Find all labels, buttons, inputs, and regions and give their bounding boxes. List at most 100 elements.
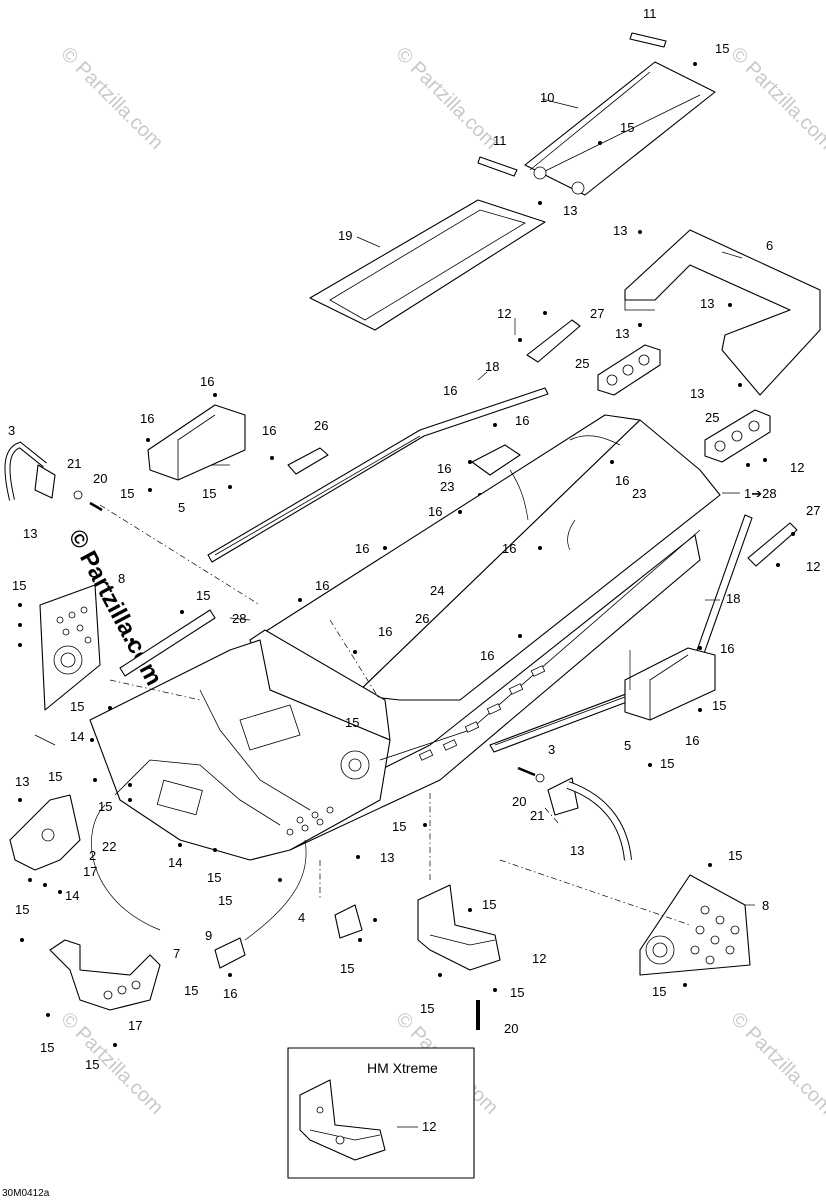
callout-16o: 16	[685, 733, 699, 748]
callout-12b: 12	[790, 460, 804, 475]
callout-12a: 12	[497, 306, 511, 321]
part-23-a	[468, 423, 521, 497]
callout-26b: 26	[415, 611, 429, 626]
callout-15i: 15	[345, 715, 359, 730]
part-11-top	[629, 32, 667, 48]
part-4-bracket	[334, 904, 377, 942]
callout-4: 4	[298, 910, 305, 925]
part-9-bracket	[214, 937, 246, 977]
callout-15q: 15	[15, 902, 29, 917]
callout-16k: 16	[315, 578, 329, 593]
part-11-second	[477, 156, 518, 177]
drawing-code: 30M0412a	[2, 1188, 50, 1199]
part-3-handle-left	[4, 441, 56, 501]
inset-callout-12: 12	[422, 1119, 436, 1134]
callout-8b: 8	[762, 898, 769, 913]
hm-xtreme-inset: HM Xtreme 12	[287, 1047, 475, 1179]
callout-15k: 15	[48, 769, 62, 784]
assembly-lines	[91, 435, 691, 941]
callout-7: 7	[173, 946, 180, 961]
callout-15y: 15	[85, 1057, 99, 1072]
callout-15n: 15	[728, 848, 742, 863]
callout-3a: 3	[8, 423, 15, 438]
callout-15p: 15	[218, 893, 232, 908]
callout-13d: 13	[615, 326, 629, 341]
callout-25b: 25	[705, 410, 719, 425]
callout-16e: 16	[262, 423, 276, 438]
callout-13c: 13	[700, 296, 714, 311]
callout-21a: 21	[67, 456, 81, 471]
watermark-2: © Partzilla.com	[391, 43, 502, 154]
callout-14b: 14	[168, 855, 182, 870]
part-27-upper	[518, 311, 581, 363]
callout-13a: 13	[563, 203, 577, 218]
part-19-panel	[309, 199, 546, 331]
part-6-bracket	[624, 229, 821, 396]
callout-14a: 14	[70, 729, 84, 744]
callout-16h: 16	[428, 504, 442, 519]
callout-17b: 17	[128, 1018, 142, 1033]
callout-19: 19	[338, 228, 352, 243]
part-28-bar	[119, 609, 216, 677]
callout-15c: 15	[120, 486, 134, 501]
callout-8a: 8	[118, 571, 125, 586]
callout-23b: 23	[632, 486, 646, 501]
callout-13f: 13	[23, 526, 37, 541]
callout-17a: 17	[83, 864, 97, 879]
callout-15h: 15	[712, 698, 726, 713]
callout-12c: 12	[806, 559, 820, 574]
callout-16n: 16	[480, 648, 494, 663]
part-27-lower	[747, 522, 798, 567]
callout-15r: 15	[482, 897, 496, 912]
callout-11b: 11	[493, 133, 507, 148]
callout-15v: 15	[510, 985, 524, 1000]
callout-22: 22	[102, 839, 116, 854]
callout-15w: 15	[420, 1001, 434, 1016]
part-5-bracket-lower	[624, 646, 716, 767]
part-2-bracket	[9, 794, 81, 887]
part-8-plate-left	[39, 584, 101, 711]
callout-27a: 27	[590, 306, 604, 321]
callout-15x: 15	[40, 1040, 54, 1055]
watermark-3: © Partzilla.com	[726, 43, 826, 154]
callout-15u: 15	[652, 984, 666, 999]
callout-13h: 13	[570, 843, 584, 858]
part-25-block-a	[597, 344, 661, 396]
callout-27b: 27	[806, 503, 820, 518]
part-10-plate	[524, 61, 716, 196]
callout-20b: 20	[512, 794, 526, 809]
inset-title: HM Xtreme	[367, 1060, 438, 1076]
callout-5a: 5	[178, 500, 185, 515]
callout-21b: 21	[530, 808, 544, 823]
callout-26a: 26	[314, 418, 328, 433]
part-5-bracket-upper	[146, 393, 246, 492]
callout-15b: 15	[620, 120, 634, 135]
part-12-bracket	[417, 884, 501, 1030]
callout-1to28: 1➔28	[744, 486, 777, 501]
callout-23a: 23	[440, 479, 454, 494]
watermark-7: © Partzilla.com	[726, 1008, 826, 1119]
callout-16g: 16	[615, 473, 629, 488]
callout-18a: 18	[485, 359, 499, 374]
callout-15j: 15	[660, 756, 674, 771]
callout-20c: 20	[504, 1021, 518, 1036]
callout-16d: 16	[515, 413, 529, 428]
callout-14c: 14	[65, 888, 79, 903]
part-18-rail-upper	[207, 387, 549, 563]
callout-28: 28	[232, 611, 246, 626]
fasteners	[18, 460, 614, 882]
callout-16a: 16	[200, 374, 214, 389]
part-25-block-b	[704, 383, 771, 467]
callout-16f: 16	[437, 461, 451, 476]
callout-16i: 16	[355, 541, 369, 556]
callout-2: 2	[89, 848, 96, 863]
part-8-plate-right	[639, 863, 751, 987]
callout-16j: 16	[502, 541, 516, 556]
callout-16b: 16	[443, 383, 457, 398]
callout-20a: 20	[93, 471, 107, 486]
callout-5b: 5	[624, 738, 631, 753]
callout-15e: 15	[12, 578, 26, 593]
callout-11a: 11	[643, 6, 657, 21]
callout-10: 10	[540, 90, 554, 105]
